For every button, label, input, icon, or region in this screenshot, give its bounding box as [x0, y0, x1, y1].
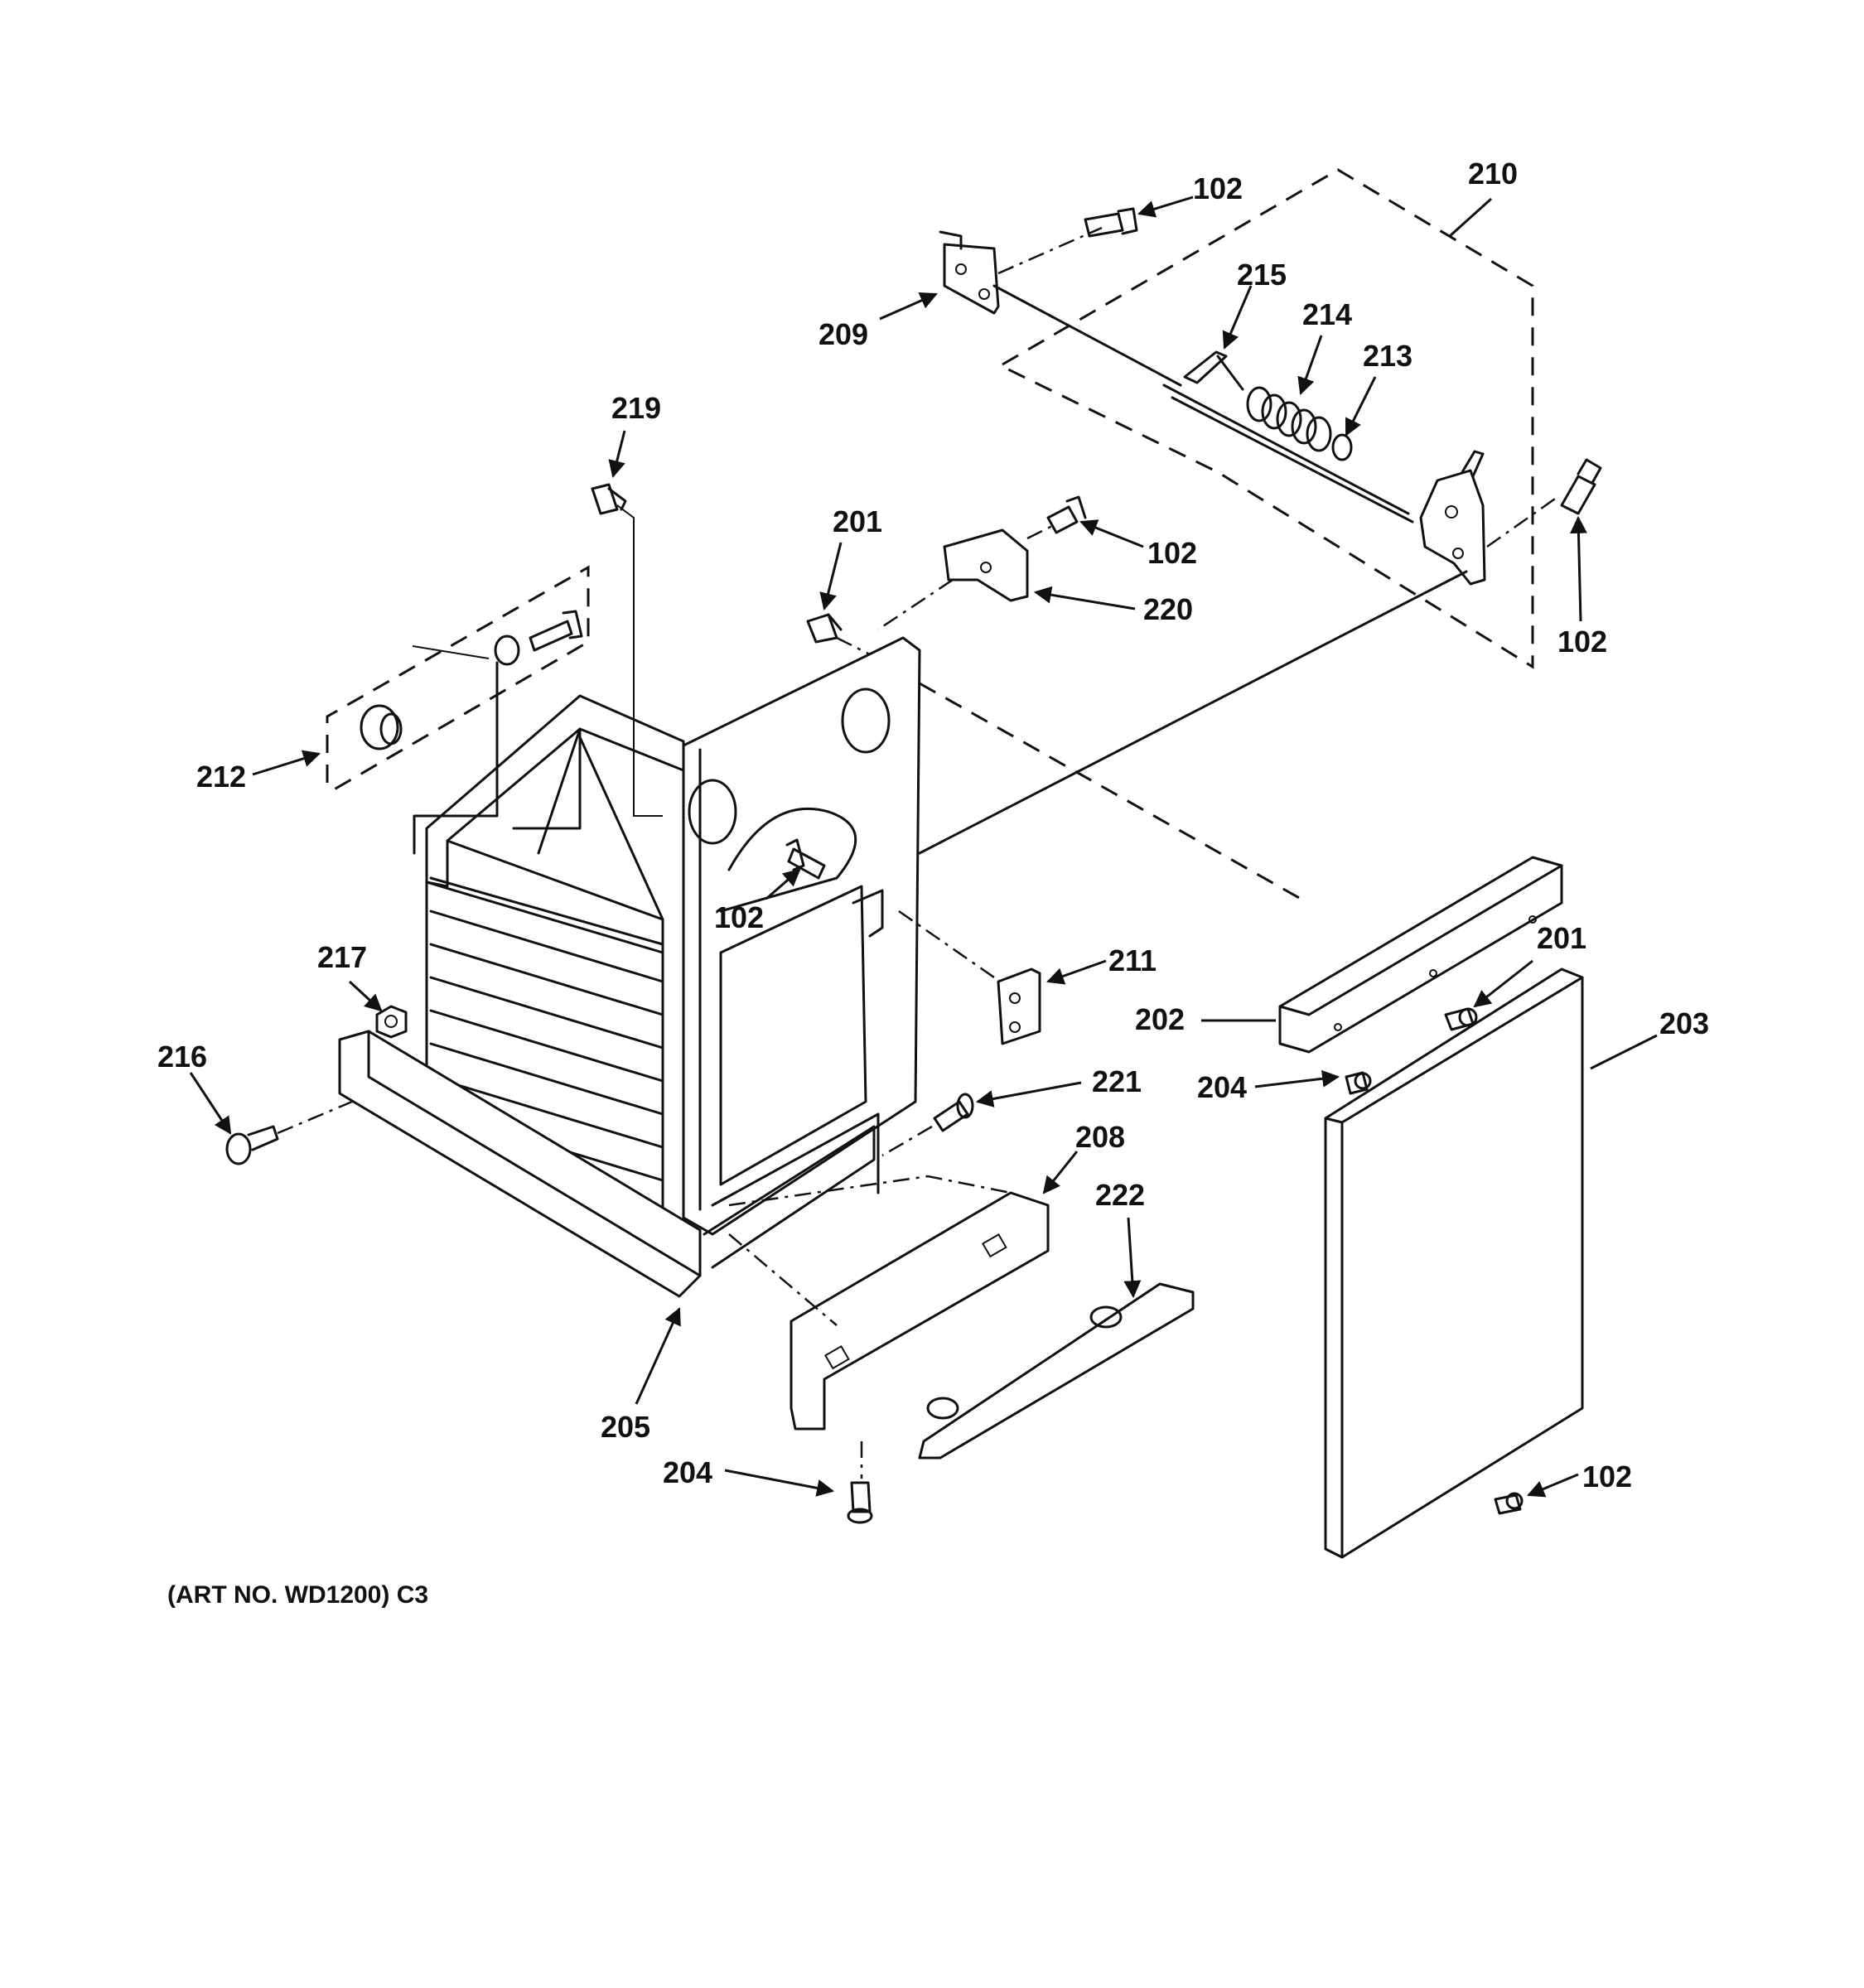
callout-213: 213 [1363, 339, 1412, 373]
callout-215: 215 [1237, 258, 1287, 292]
rear-panel [682, 636, 921, 1236]
screw-221 [933, 1093, 974, 1132]
spring-214 [1246, 386, 1332, 452]
screw-102-bracket [1046, 495, 1087, 534]
leader-lines [189, 195, 1658, 1498]
assembly-boundary-212 [326, 565, 590, 793]
callout-210: 210 [1468, 157, 1518, 191]
hinge-bracket-209 [943, 243, 1000, 315]
callout-217: 217 [317, 940, 367, 974]
bracket-220 [943, 528, 1029, 602]
screw-102-top [1084, 207, 1138, 238]
callout-219: 219 [611, 391, 661, 425]
callout-102-e: 102 [1582, 1460, 1632, 1493]
door-group [918, 570, 1584, 1559]
door-panel-203 [1324, 967, 1584, 1559]
hinge-assembly-group [939, 168, 1602, 669]
callout-205: 205 [601, 1410, 650, 1444]
callout-214: 214 [1302, 297, 1352, 331]
screw-left-bolt [529, 610, 583, 652]
callout-204-a: 204 [1197, 1070, 1247, 1104]
callout-204-b: 204 [663, 1455, 712, 1489]
cabinet-frame-group [338, 636, 921, 1298]
callout-labels: 102 210 215 214 213 209 219 201 102 220 … [157, 157, 1709, 1493]
washer-213 [1331, 433, 1353, 461]
callout-209: 209 [819, 317, 868, 351]
toe-cover-222 [918, 1282, 1195, 1460]
screw-102-cutaway [785, 838, 826, 880]
callout-216: 216 [157, 1040, 207, 1074]
screw-102-door [1494, 1492, 1524, 1515]
callout-202: 202 [1135, 1002, 1185, 1036]
callout-102-c: 102 [1557, 625, 1607, 659]
callout-201-a: 201 [833, 504, 882, 538]
tub-rim [425, 694, 685, 888]
callout-203: 203 [1659, 1006, 1709, 1040]
center-parts-group [785, 495, 1087, 1157]
bracket-211 [997, 967, 1041, 1045]
left-parts-group [225, 483, 663, 1165]
screw-204-door [1345, 1071, 1372, 1095]
screw-201-center [806, 613, 843, 644]
callout-201-b: 201 [1537, 921, 1586, 955]
cutaway-window [719, 885, 867, 1186]
bolt-216 [225, 1125, 279, 1165]
callout-220: 220 [1143, 592, 1193, 626]
knob-212 [360, 704, 403, 750]
spring-rod [1162, 384, 1410, 515]
callout-102-a: 102 [1193, 171, 1243, 205]
callout-102-d: 102 [714, 900, 764, 934]
callout-221: 221 [1092, 1064, 1142, 1098]
screw-201-door [1444, 1007, 1478, 1031]
screw-219 [591, 483, 627, 515]
washer [494, 635, 520, 666]
kickplate-group [728, 1175, 1195, 1524]
art-number-label: (ART NO. WD1200) C3 [167, 1581, 428, 1609]
callout-208: 208 [1075, 1120, 1125, 1154]
hinge-bracket-right [1419, 469, 1486, 586]
kickplate-208 [790, 1191, 1050, 1431]
screw-204-bottom [847, 1481, 873, 1524]
callout-102-b: 102 [1147, 536, 1197, 570]
callout-211: 211 [1108, 943, 1157, 977]
callout-212: 212 [196, 760, 246, 794]
callout-222: 222 [1095, 1178, 1145, 1212]
nut-217 [375, 1005, 408, 1039]
torsion-bar-215 [1183, 350, 1228, 384]
screw-102-right [1560, 458, 1602, 515]
assembly-boundary-210 [999, 168, 1534, 669]
